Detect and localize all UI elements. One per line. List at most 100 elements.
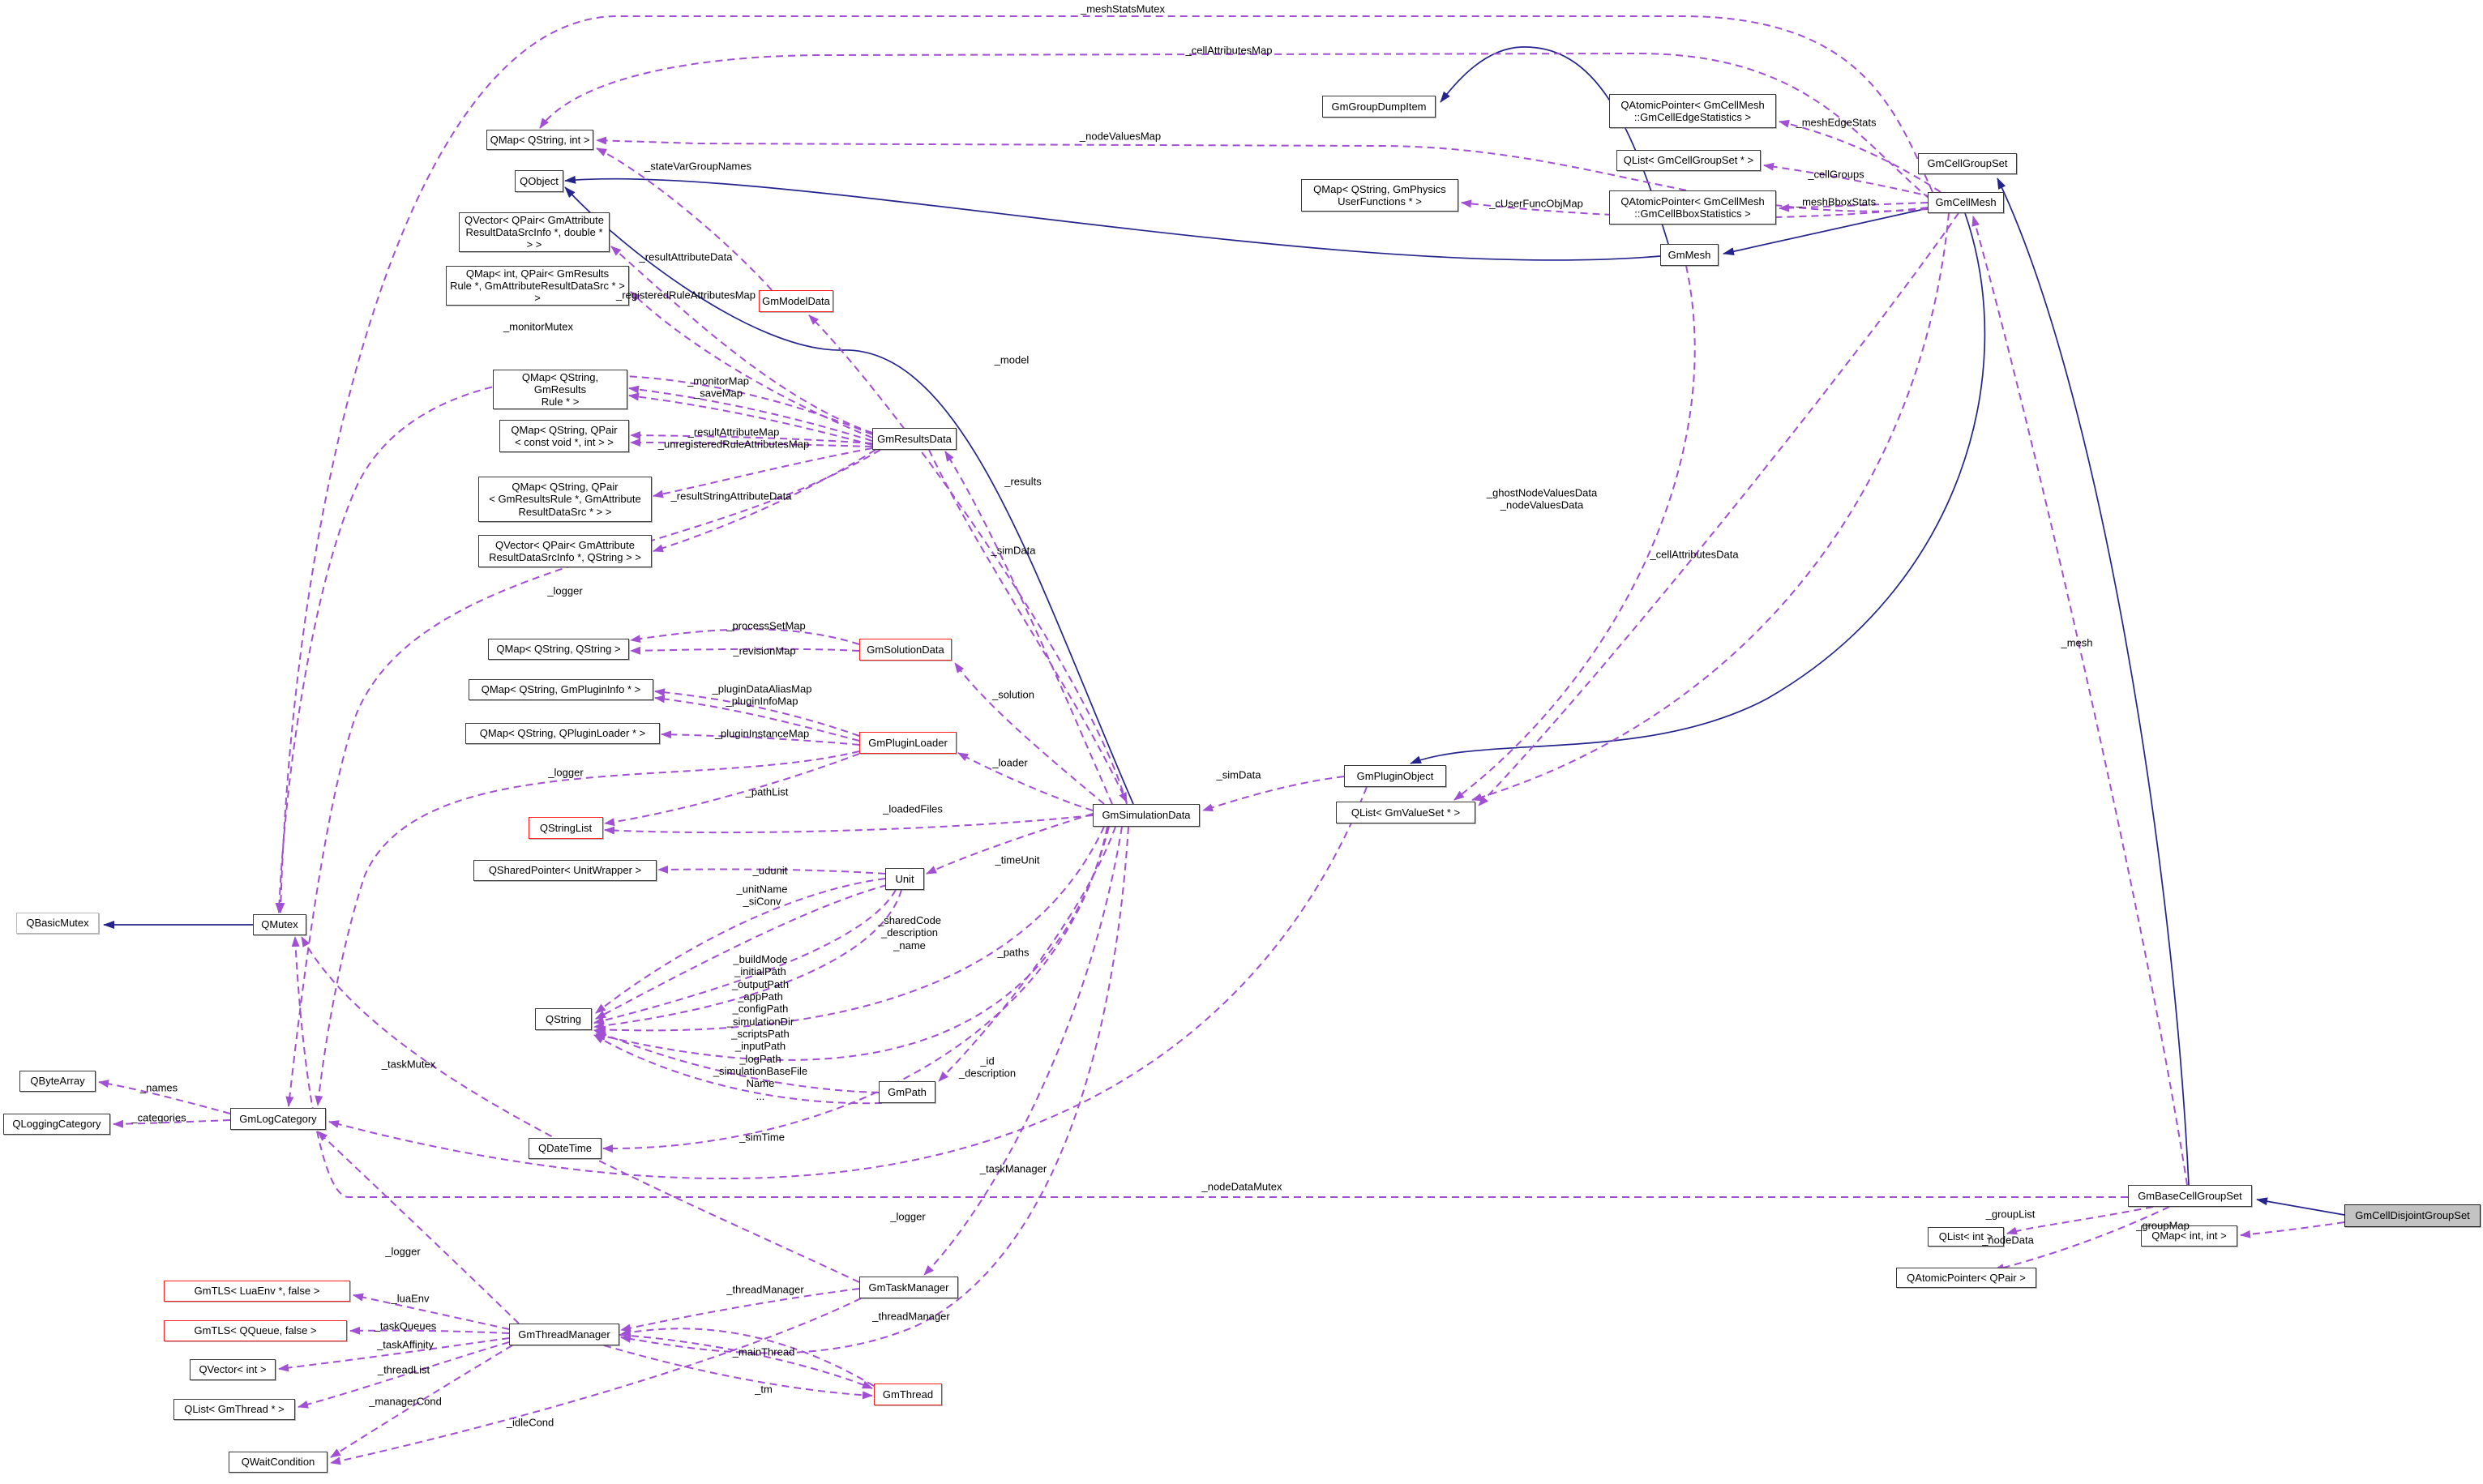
edge-gmsimulationdata-to-unit (926, 813, 1094, 875)
class-node-qwaitcondition[interactable]: QWaitCondition (229, 1452, 327, 1473)
edge-gmmesh-to-qobject (564, 175, 1661, 261)
class-node-qmap_physics[interactable]: QMap< QString, GmPhysics UserFunctions *… (1301, 179, 1458, 212)
class-node-qlist_valueset[interactable]: QList< GmValueSet * > (1336, 802, 1475, 823)
edge-gmresultsdata-to-qmap_rule_attr (653, 447, 873, 498)
class-node-qloggingcategory[interactable]: QLoggingCategory (3, 1114, 110, 1135)
edge-gmresultsdata-to-qvector_attr_qstring (653, 449, 876, 553)
edge-gmthreadmanager-to-gmtls_qqueue (349, 1326, 510, 1335)
class-node-qmap_rule_attr[interactable]: QMap< QString, QPair < GmResultsRule *, … (478, 477, 652, 522)
edge-unit-to-qstring (593, 889, 897, 1024)
class-node-qobject[interactable]: QObject (515, 170, 563, 192)
class-node-gmthreadmanager[interactable]: GmThreadManager (509, 1324, 619, 1345)
edge-gmtaskmanager-to-gmthreadmanager (620, 1288, 860, 1332)
edge-gmsimulationdata-to-qstring (595, 826, 1105, 1034)
class-node-qlist_cellgroupset[interactable]: QList< GmCellGroupSet * > (1616, 150, 1761, 171)
edge-gmsolutiondata-to-qmap_qstring_qstring (630, 628, 860, 645)
class-node-qmap_constvoid[interactable]: QMap< QString, QPair < const void *, int… (499, 420, 629, 452)
edge-gmthreadmanager-to-qwaitcondition (330, 1345, 513, 1458)
class-node-qvector_int[interactable]: QVector< int > (190, 1359, 276, 1380)
class-node-qmap_qpluginloader[interactable]: QMap< QString, QPluginLoader * > (465, 723, 660, 744)
class-node-qatomic_bboxstats[interactable]: QAtomicPointer< GmCellMesh ::GmCellBboxS… (1609, 190, 1776, 225)
class-node-qmap_rule[interactable]: QMap< QString, GmResults Rule * > (493, 370, 627, 410)
edge-unit-to-qstring (593, 889, 902, 1030)
class-node-gmmodeldata[interactable]: GmModelData (759, 290, 833, 312)
edge-gmsimulationdata-to-qdatetime (602, 826, 1108, 1153)
class-node-gmmesh[interactable]: GmMesh (1660, 244, 1719, 266)
edge-gmcellmesh-to-gmpluginobject (1410, 212, 1986, 764)
edge-gmcellmesh-to-qmap_qstring_int (596, 136, 1929, 212)
edge-gmresultsdata-to-gmsimulationdata (928, 449, 1128, 803)
edge-gmsimulationdata-to-qstringlist (604, 815, 1094, 835)
edge-gmbasecellgroupset-to-qatomic_qpair (1993, 1206, 2170, 1272)
edge-gmresultsdata-to-qmap_constvoid (630, 438, 873, 447)
class-node-qmutex[interactable]: QMutex (253, 914, 306, 935)
class-node-qmap_int_qpair[interactable]: QMap< int, QPair< GmResults Rule *, GmAt… (446, 266, 629, 306)
edge-gmthreadmanager-to-qlist_gmthread (298, 1341, 510, 1409)
class-node-qdatetime[interactable]: QDateTime (529, 1138, 601, 1159)
class-node-qmap_qstring_int[interactable]: QMap< QString, int > (486, 130, 593, 150)
class-node-qbytearray[interactable]: QByteArray (19, 1071, 96, 1092)
class-node-qatomic_edgestats[interactable]: QAtomicPointer< GmCellMesh ::GmCellEdgeS… (1609, 94, 1776, 128)
edge-gmpath-to-qstring (593, 1029, 880, 1093)
edge-gmresultsdata-to-qmap_rule (628, 392, 873, 446)
class-node-gmtaskmanager[interactable]: GmTaskManager (859, 1277, 958, 1298)
edge-gmsimulationdata-to-gmthreadmanager (620, 826, 1129, 1354)
edge-gmsimulationdata-to-gmpluginloader (957, 752, 1094, 811)
edge-gmthreadmanager-to-gmthread (603, 1345, 873, 1400)
edge-gmcellmesh-to-qatomic_bboxstats (1779, 202, 1929, 212)
class-node-qmap_qstring_qstring[interactable]: QMap< QString, QString > (488, 639, 629, 660)
class-node-qatomic_qpair[interactable]: QAtomicPointer< QPair > (1896, 1268, 2036, 1288)
edge-gmresultsdata-to-qmutex (275, 374, 873, 913)
edge-gmcellmesh-to-qatomic_edgestats (1779, 119, 1941, 193)
class-node-unit[interactable]: Unit (885, 868, 924, 890)
edge-gmlogcategory-to-qloggingcategory (113, 1119, 231, 1128)
class-node-gmpluginloader[interactable]: GmPluginLoader (859, 732, 957, 754)
edge-gmmodeldata-to-qmap_qstring_int (596, 148, 773, 291)
edge-gmlogcategory-to-qbytearray (98, 1080, 231, 1114)
edge-gmthreadmanager-to-gmtls_luaenv (353, 1293, 510, 1330)
edge-gmcellmesh-to-qlist_cellgroupset (1763, 162, 1933, 198)
edge-gmresultsdata-to-qmap_int_qpair (630, 291, 873, 438)
class-node-qvector_attr_qstring[interactable]: QVector< QPair< GmAttribute ResultDataSr… (478, 535, 652, 567)
edge-gmsimulationdata-to-gmsolutiondata (954, 662, 1105, 805)
class-node-gmgroupdumpitem[interactable]: GmGroupDumpItem (1322, 96, 1436, 118)
edge-gmcelldisjointgroupset-to-gmbasecellgroupset (2256, 1197, 2345, 1216)
class-node-qbasicmutex[interactable]: QBasicMutex (16, 913, 99, 934)
edge-gmsimulationdata-to-gmresultsdata (944, 451, 1113, 805)
class-node-gmpath[interactable]: GmPath (879, 1081, 935, 1103)
edge-gmpath-to-qstring (593, 1034, 883, 1105)
edge-gmcellmesh-to-qlist_valueset (1478, 212, 1959, 806)
edge-gmpluginloader-to-qstringlist (604, 753, 860, 827)
edge-gmpluginobject-to-gmsimulationdata (1202, 776, 1345, 812)
class-node-gmbasecellgroupset[interactable]: GmBaseCellGroupSet (2128, 1185, 2252, 1207)
edge-gmcellmesh-to-qmap_qstring_int (539, 52, 1930, 199)
class-node-gmcellmesh[interactable]: GmCellMesh (1928, 192, 2004, 213)
class-node-gmcellgroupset[interactable]: GmCellGroupSet (1918, 153, 2017, 174)
edge-gmcellmesh-to-qmutex (276, 15, 1933, 913)
class-node-gmtls_qqueue[interactable]: GmTLS< QQueue, false > (164, 1320, 347, 1341)
class-node-qstring[interactable]: QString (535, 1008, 592, 1030)
class-node-qmap_plugininfo[interactable]: QMap< QString, GmPluginInfo * > (469, 679, 653, 700)
class-node-qvector_attr_double[interactable]: QVector< QPair< GmAttribute ResultDataSr… (459, 212, 610, 253)
edge-gmpluginloader-to-gmlogcategory (315, 751, 860, 1106)
class-node-qstringlist[interactable]: QStringList (529, 817, 603, 839)
class-node-gmsolutiondata[interactable]: GmSolutionData (859, 639, 952, 661)
class-node-gmthread[interactable]: GmThread (874, 1383, 942, 1405)
edge-gmthreadmanager-to-gmthread (619, 1334, 873, 1389)
edge-gmsimulationdata-to-gmpath (938, 826, 1116, 1082)
class-node-gmcelldisjointgroupset[interactable]: GmCellDisjointGroupSet (2344, 1204, 2481, 1227)
class-node-qmap_int_int[interactable]: QMap< int, int > (2141, 1225, 2237, 1247)
class-node-gmlogcategory[interactable]: GmLogCategory (230, 1108, 326, 1130)
class-node-qlist_int[interactable]: QList< int > (1928, 1227, 2004, 1247)
edge-unit-to-qsharedptr_unitwrapper (657, 865, 886, 875)
class-node-gmpluginobject[interactable]: GmPluginObject (1344, 765, 1446, 787)
class-node-gmresultsdata[interactable]: GmResultsData (872, 428, 957, 450)
edge-gmcellmesh-to-gmmesh (1723, 207, 1929, 256)
class-node-qlist_gmthread[interactable]: QList< GmThread * > (173, 1399, 295, 1420)
class-node-gmsimulationdata[interactable]: GmSimulationData (1093, 804, 1200, 827)
edge-gmsimulationdata-to-qstring (595, 826, 1110, 1061)
class-node-qsharedptr_unitwrapper[interactable]: QSharedPointer< UnitWrapper > (473, 860, 657, 881)
edge-gmsolutiondata-to-qmap_qstring_qstring (630, 646, 860, 655)
class-node-gmtls_luaenv[interactable]: GmTLS< LuaEnv *, false > (164, 1281, 350, 1302)
